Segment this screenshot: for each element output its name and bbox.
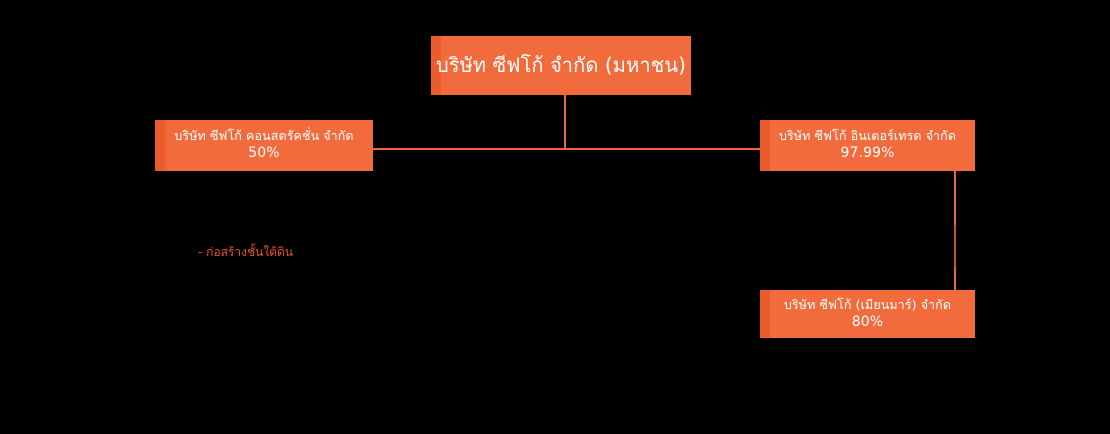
org-node-parent-company[interactable]: บริษัท ซีฟโก้ จำกัด (มหาชน) <box>431 36 691 95</box>
org-node-construction[interactable]: บริษัท ซีฟโก้ คอนสตรัคชั่น จำกัด 50% <box>155 120 373 171</box>
org-node-parent-company-name: บริษัท ซีฟโก้ จำกัด (มหาชน) <box>435 53 687 77</box>
org-node-construction-ownership: 50% <box>248 145 280 162</box>
org-node-myanmar[interactable]: บริษัท ซีฟโก้ (เมียนมาร์) จำกัด 80% <box>760 290 975 338</box>
org-node-intertrade-name: บริษัท ซีฟโก้ อินเตอร์เทรด จำกัด <box>778 128 957 144</box>
org-node-construction-name: บริษัท ซีฟโก้ คอนสตรัคชั่น จำกัด <box>174 128 354 144</box>
org-node-intertrade-ownership: 97.99% <box>840 145 895 162</box>
connector-subsidiary-bus <box>372 148 761 150</box>
org-node-myanmar-ownership: 80% <box>851 313 884 330</box>
connector-intertrade-to-myanmar <box>954 171 956 290</box>
org-node-intertrade[interactable]: บริษัท ซีฟโก้ อินเตอร์เทรด จำกัด 97.99% <box>760 120 975 171</box>
org-node-myanmar-name: บริษัท ซีฟโก้ (เมียนมาร์) จำกัด <box>783 296 952 312</box>
connector-parent-to-bus <box>564 95 566 149</box>
chart-annotation-note: - ก่อสร้างชั้นใต้ดิน <box>198 245 293 259</box>
